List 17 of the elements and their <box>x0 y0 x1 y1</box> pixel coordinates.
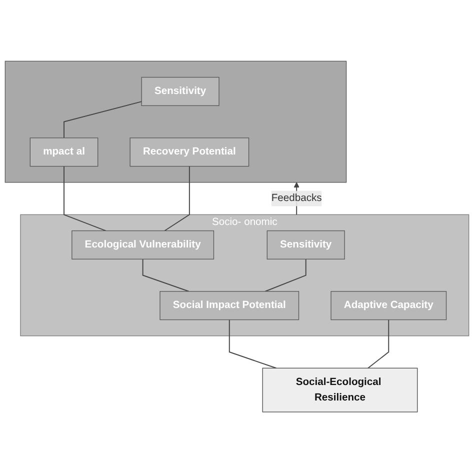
node-box: Social Impact Potential <box>160 291 300 320</box>
connector <box>164 166 190 232</box>
node-box: Sensitivity <box>266 230 345 260</box>
connector <box>64 166 106 232</box>
connector <box>368 320 390 370</box>
node-box: Adaptive Capacity <box>330 291 447 320</box>
connector <box>64 102 142 139</box>
edge-label: Feedbacks <box>271 193 322 204</box>
node-box: Social-Ecological Resilience <box>262 368 418 413</box>
connector <box>264 259 306 292</box>
node-box: mpact al <box>30 138 98 168</box>
node-box: Ecological Vulnerability <box>72 230 214 260</box>
connector <box>142 259 190 292</box>
connector <box>228 320 277 370</box>
node-box: Recovery Potential <box>130 138 250 168</box>
cluster <box>4 61 347 184</box>
node-box: Sensitivity <box>141 77 220 106</box>
